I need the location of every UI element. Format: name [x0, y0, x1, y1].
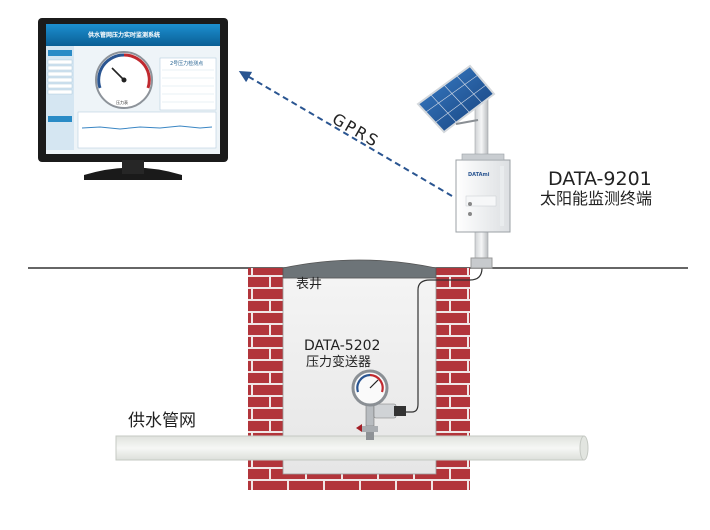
well-cover	[282, 259, 437, 279]
terminal-brand: DATAmi	[468, 172, 490, 178]
terminal-name-label: 太阳能监测终端	[540, 189, 653, 208]
water-pipe	[115, 435, 589, 461]
solar-panel	[416, 64, 496, 134]
gprs-arrow	[238, 70, 453, 197]
transmitter-name-label: 压力变送器	[306, 355, 372, 370]
monitor-panel-title: 2号压力检测点	[170, 61, 204, 67]
monitor	[38, 18, 228, 180]
transmitter-model-label: DATA-5202	[304, 338, 381, 354]
signal-cable	[400, 232, 483, 413]
terminal-model-label: DATA-9201	[548, 168, 652, 190]
monitor-gauge-label: 压力表	[116, 100, 128, 105]
terminal-box	[455, 153, 511, 233]
monitor-title: 供水管网压力实时监测系统	[88, 32, 161, 39]
pipe-label: 供水管网	[128, 411, 196, 431]
well-label: 表井	[296, 277, 323, 292]
pressure-transmitter	[351, 369, 406, 440]
